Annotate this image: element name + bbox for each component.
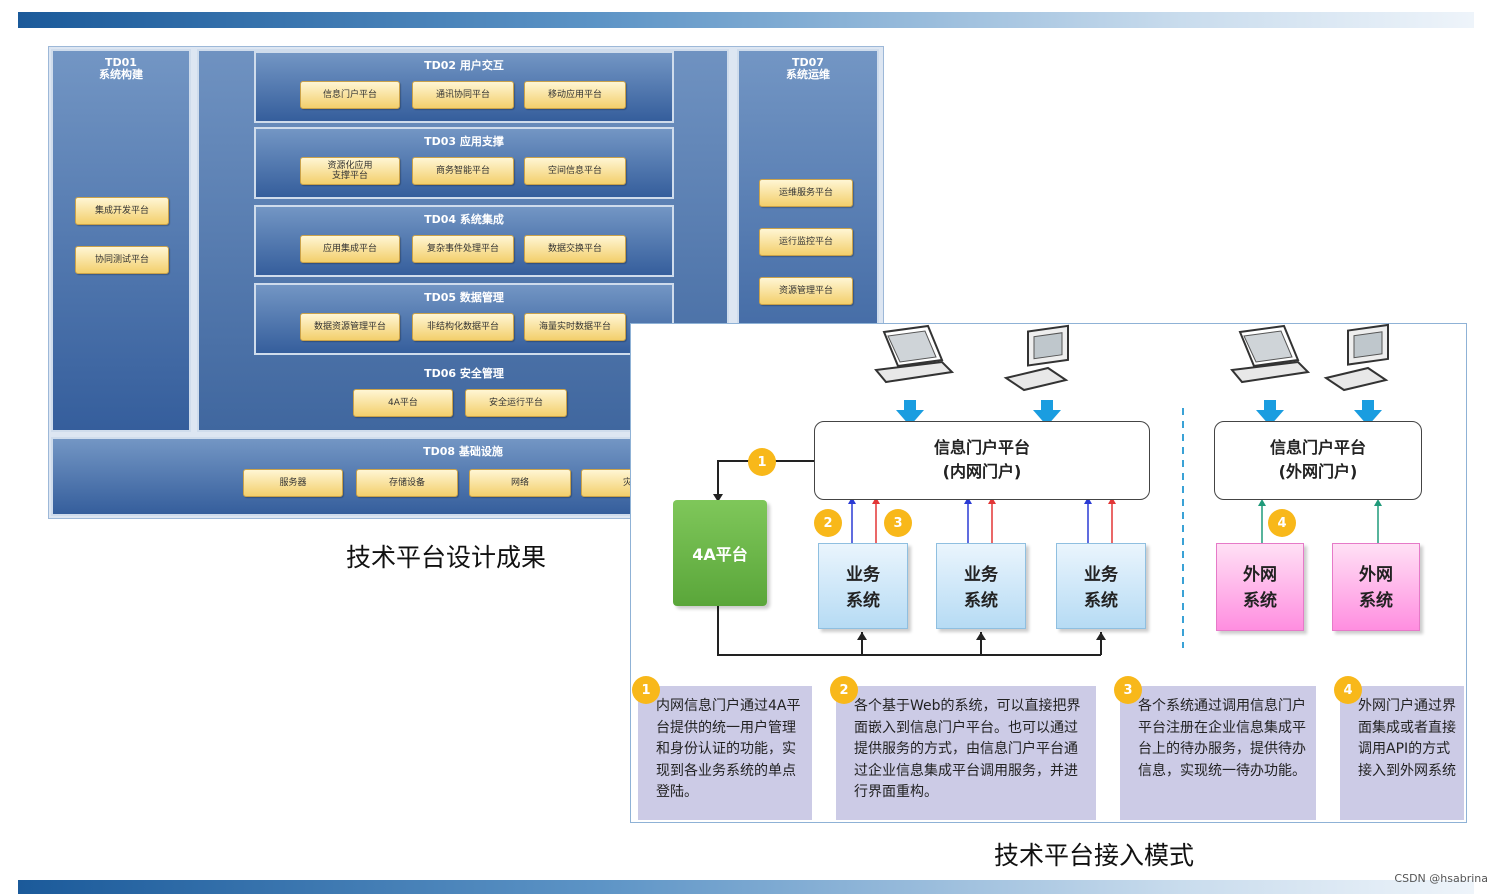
td04-title: TD04 系统集成	[424, 213, 504, 226]
td08-item: 网络	[469, 469, 571, 497]
td03-title: TD03 应用支撑	[424, 135, 504, 148]
note-text: 各个基于Web的系统，可以直接把界面嵌入到信息门户平台。也可以通过提供服务的方式…	[854, 698, 1081, 800]
td02-title: TD02 用户交互	[424, 59, 504, 72]
td01-title: TD01 系统构建	[99, 56, 143, 81]
down-arrow-icon	[896, 400, 1382, 426]
td03-item: 商务智能平台	[412, 157, 514, 185]
business-system: 业务 系统	[818, 543, 908, 629]
note-1: 内网信息门户通过4A平台提供的统一用户管理和身份认证的功能，实现到各业务系统的单…	[638, 686, 812, 820]
td06-row: TD06 安全管理 4A平台 安全运行平台	[201, 361, 727, 431]
note-badge: 4	[1334, 676, 1362, 704]
td02-item: 信息门户平台	[300, 81, 400, 109]
td04-row: TD04 系统集成 应用集成平台 复杂事件处理平台 数据交换平台	[254, 205, 674, 277]
td03-row: TD03 应用支撑 资源化应用 支撑平台 商务智能平台 空间信息平台	[254, 127, 674, 199]
note-2: 各个基于Web的系统，可以直接把界面嵌入到信息门户平台。也可以通过提供服务的方式…	[836, 686, 1096, 820]
note-4: 外网门户通过界面集成或者直接调用API的方式接入到外网系统	[1340, 686, 1464, 820]
td01-item: 协同测试平台	[75, 246, 169, 274]
caption-design: 技术平台设计成果	[346, 543, 547, 572]
td05-item: 非结构化数据平台	[412, 313, 514, 341]
td07-item: 资源管理平台	[759, 277, 853, 305]
td04-item: 数据交换平台	[524, 235, 626, 263]
td02-row: TD02 用户交互 信息门户平台 通讯协同平台 移动应用平台	[254, 51, 674, 123]
step-badge: 1	[748, 448, 776, 476]
td06-item: 4A平台	[353, 389, 453, 417]
external-system: 外网 系统	[1332, 543, 1420, 631]
td07-title: TD07 系统运维	[786, 56, 830, 81]
note-badge: 2	[830, 676, 858, 704]
desktop-computer-icon	[1003, 324, 1069, 392]
laptop-icon	[874, 324, 955, 384]
platform-4a: 4A平台	[673, 500, 767, 606]
top-decorative-bar	[18, 12, 1474, 28]
td06-title: TD06 安全管理	[424, 367, 504, 380]
td07-item: 运维服务平台	[759, 179, 853, 207]
td05-item: 海量实时数据平台	[524, 313, 626, 341]
td03-item: 空间信息平台	[524, 157, 626, 185]
td05-title: TD05 数据管理	[424, 291, 504, 304]
bottom-decorative-bar	[18, 880, 1474, 894]
td05-item: 数据资源管理平台	[300, 313, 400, 341]
note-text: 内网信息门户通过4A平台提供的统一用户管理和身份认证的功能，实现到各业务系统的单…	[656, 698, 801, 800]
td08-title: TD08 基础设施	[423, 445, 503, 458]
business-system: 业务 系统	[936, 543, 1026, 629]
portal-internal: 信息门户平台 (内网门户)	[814, 421, 1150, 500]
td02-item: 移动应用平台	[524, 81, 626, 109]
note-text: 外网门户通过界面集成或者直接调用API的方式接入到外网系统	[1358, 698, 1456, 779]
note-badge: 1	[632, 676, 660, 704]
td03-item: 资源化应用 支撑平台	[300, 157, 400, 185]
laptop-icon	[1230, 324, 1311, 384]
watermark: CSDN @hsabrina	[1394, 872, 1488, 885]
td06-item: 安全运行平台	[465, 389, 567, 417]
td01-item: 集成开发平台	[75, 197, 169, 225]
td04-item: 复杂事件处理平台	[412, 235, 514, 263]
note-text: 各个系统通过调用信息门户平台注册在企业信息集成平台上的待办服务，提供待办信息，实…	[1138, 698, 1306, 779]
portal-external: 信息门户平台 (外网门户)	[1214, 421, 1422, 500]
td04-item: 应用集成平台	[300, 235, 400, 263]
external-system: 外网 系统	[1216, 543, 1304, 631]
td08-item: 存储设备	[356, 469, 458, 497]
td08-item: 服务器	[243, 469, 343, 497]
td02-item: 通讯协同平台	[412, 81, 514, 109]
step-badge: 4	[1268, 509, 1296, 537]
business-system: 业务 系统	[1056, 543, 1146, 629]
td07-item: 运行监控平台	[759, 228, 853, 256]
note-badge: 3	[1114, 676, 1142, 704]
td01-column: TD01 系统构建 集成开发平台 协同测试平台	[51, 49, 191, 432]
note-3: 各个系统通过调用信息门户平台注册在企业信息集成平台上的待办服务，提供待办信息，实…	[1120, 686, 1316, 820]
step-badge: 3	[884, 509, 912, 537]
step-badge: 2	[814, 509, 842, 537]
caption-access: 技术平台接入模式	[994, 841, 1195, 870]
td05-row: TD05 数据管理 数据资源管理平台 非结构化数据平台 海量实时数据平台	[254, 283, 674, 355]
desktop-computer-icon	[1323, 323, 1389, 392]
